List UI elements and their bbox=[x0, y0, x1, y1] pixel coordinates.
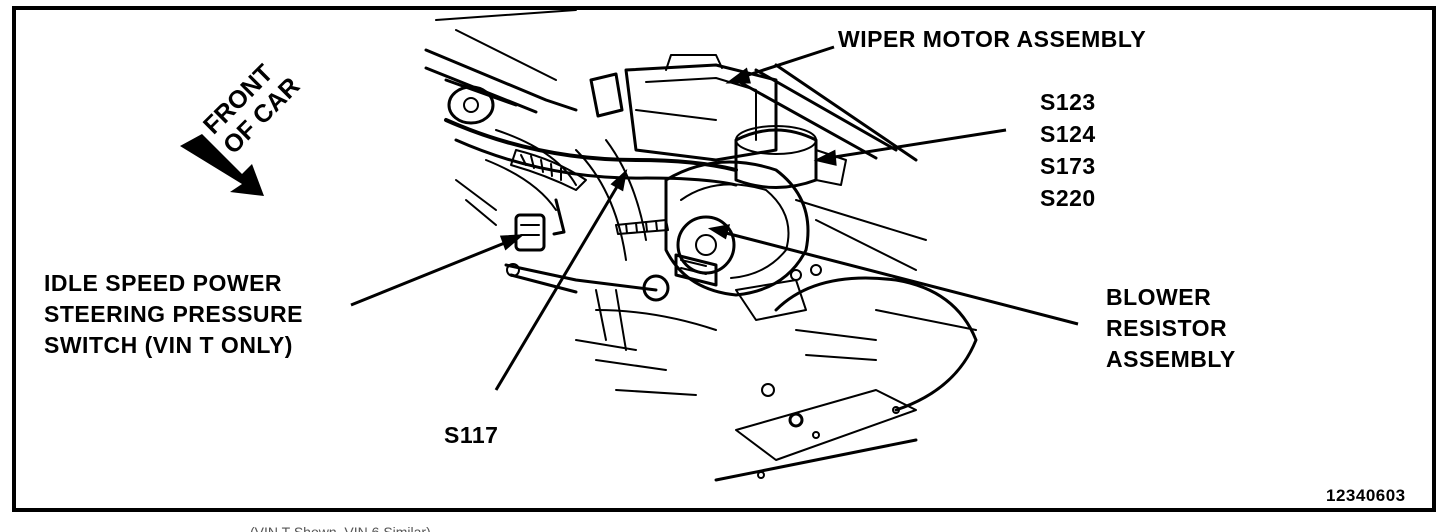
blower-line3: ASSEMBLY bbox=[1106, 346, 1236, 372]
splice-s123: S123 bbox=[1040, 89, 1096, 115]
label-s117: S117 bbox=[444, 422, 499, 448]
label-splice-list: S123 S124 S173 S220 bbox=[1040, 86, 1096, 214]
blower-line2: RESISTOR bbox=[1106, 315, 1228, 341]
splice-s124: S124 bbox=[1040, 121, 1096, 147]
figure-id: 12340603 bbox=[1326, 486, 1406, 505]
splice-s220: S220 bbox=[1040, 185, 1096, 211]
idle-speed-line1: IDLE SPEED POWER bbox=[44, 270, 283, 296]
leader-splices bbox=[827, 128, 1007, 160]
label-blower-resistor-assembly: BLOWER RESISTOR ASSEMBLY bbox=[1106, 282, 1236, 375]
front-direction-arrow-icon bbox=[180, 134, 264, 196]
engine-compartment-illustration bbox=[180, 10, 1079, 482]
leader-idle-switch bbox=[350, 238, 513, 307]
leader-s117 bbox=[494, 179, 623, 391]
idle-speed-line3: SWITCH (VIN T ONLY) bbox=[44, 332, 293, 358]
diagram-frame: FRONT OF CAR WIPER MOTOR ASSEMBLY S123 S… bbox=[12, 6, 1436, 512]
idle-speed-line2: STEERING PRESSURE bbox=[44, 301, 303, 327]
label-idle-speed-switch: IDLE SPEED POWER STEERING PRESSURE SWITC… bbox=[44, 268, 303, 361]
leader-wiper-motor bbox=[735, 45, 835, 81]
blower-line1: BLOWER bbox=[1106, 284, 1212, 310]
splice-s173: S173 bbox=[1040, 153, 1096, 179]
label-wiper-motor-assembly: WIPER MOTOR ASSEMBLY bbox=[838, 26, 1147, 52]
caption-fragment: (VIN T Shown, VIN 6 Similar) bbox=[250, 524, 431, 532]
leader-blower-resistor bbox=[721, 230, 1079, 326]
